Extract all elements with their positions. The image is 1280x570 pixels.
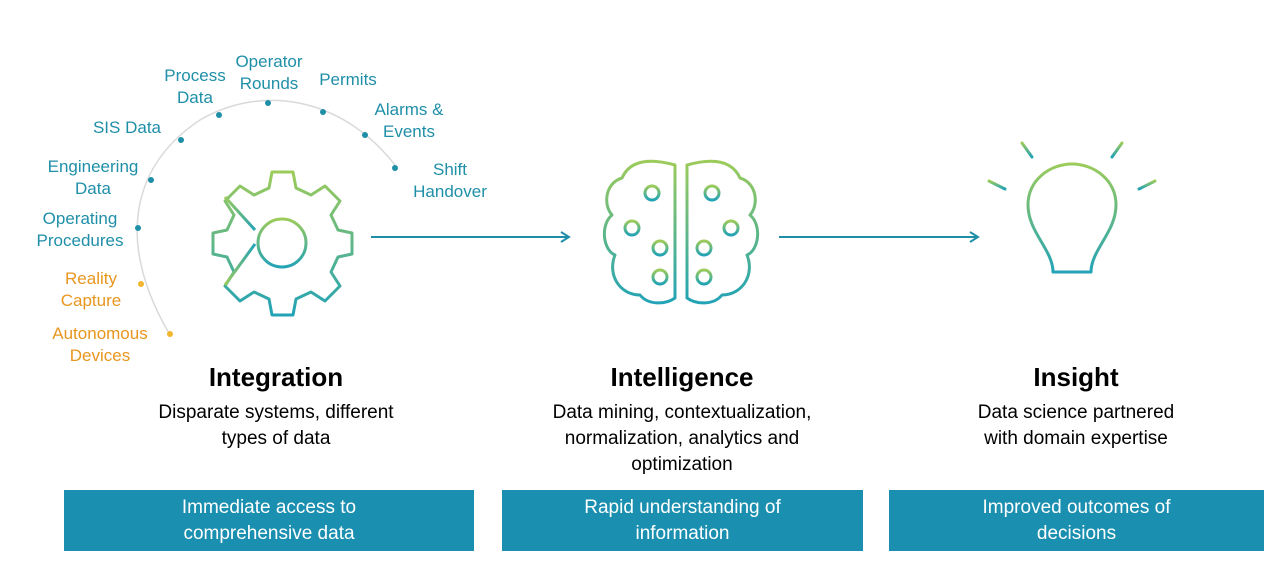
source-dot xyxy=(265,100,271,106)
brain-icon xyxy=(603,159,759,305)
lightbulb-icon xyxy=(987,128,1157,293)
source-label-operator-rounds: Operator Rounds xyxy=(235,52,303,93)
gear-icon xyxy=(211,170,354,317)
source-label-permits: Permits xyxy=(319,70,377,89)
source-label-reality-capture: Reality Capture xyxy=(60,269,122,310)
stage-description-intelligence: Data mining, contextualization, normaliz… xyxy=(552,402,812,475)
source-label-engineering-data: Engineering Data xyxy=(47,157,139,198)
stage-description-insight: Data science partnered with domain exper… xyxy=(977,402,1175,449)
source-arc xyxy=(136,99,396,336)
source-label-shift-handover: Shift Handover xyxy=(413,160,487,201)
source-dot xyxy=(135,225,141,231)
input-arrows xyxy=(175,195,257,286)
source-dot xyxy=(216,112,222,118)
stage-title-intelligence: Intelligence xyxy=(610,362,754,392)
source-dot xyxy=(138,281,144,287)
stage-description-integration: Disparate systems, different types of da… xyxy=(158,402,394,449)
stage-title-insight: Insight xyxy=(1033,362,1119,392)
source-dot xyxy=(148,177,154,183)
outcome-bar-insight: Improved outcomes of decisions xyxy=(889,490,1264,551)
outcome-bar-integration: Immediate access to comprehensive data xyxy=(64,490,474,551)
source-dot xyxy=(392,165,398,171)
source-dot xyxy=(320,109,326,115)
outcome-bar-intelligence: Rapid understanding of information xyxy=(502,490,863,551)
source-label-process-data: Process Data xyxy=(164,66,226,107)
source-dot xyxy=(167,331,173,337)
source-label-autonomous-devices: Autonomous Devices xyxy=(52,324,148,365)
source-label-alarms-events: Alarms & Events xyxy=(374,100,444,141)
source-label-operating-procedures: Operating Procedures xyxy=(36,209,124,250)
source-dot xyxy=(362,132,368,138)
source-label-sis-data: SIS Data xyxy=(92,118,162,137)
flow-arrow xyxy=(779,231,980,243)
source-dot xyxy=(178,137,184,143)
flow-arrow xyxy=(371,231,571,243)
stage-title-integration: Integration xyxy=(208,362,344,392)
